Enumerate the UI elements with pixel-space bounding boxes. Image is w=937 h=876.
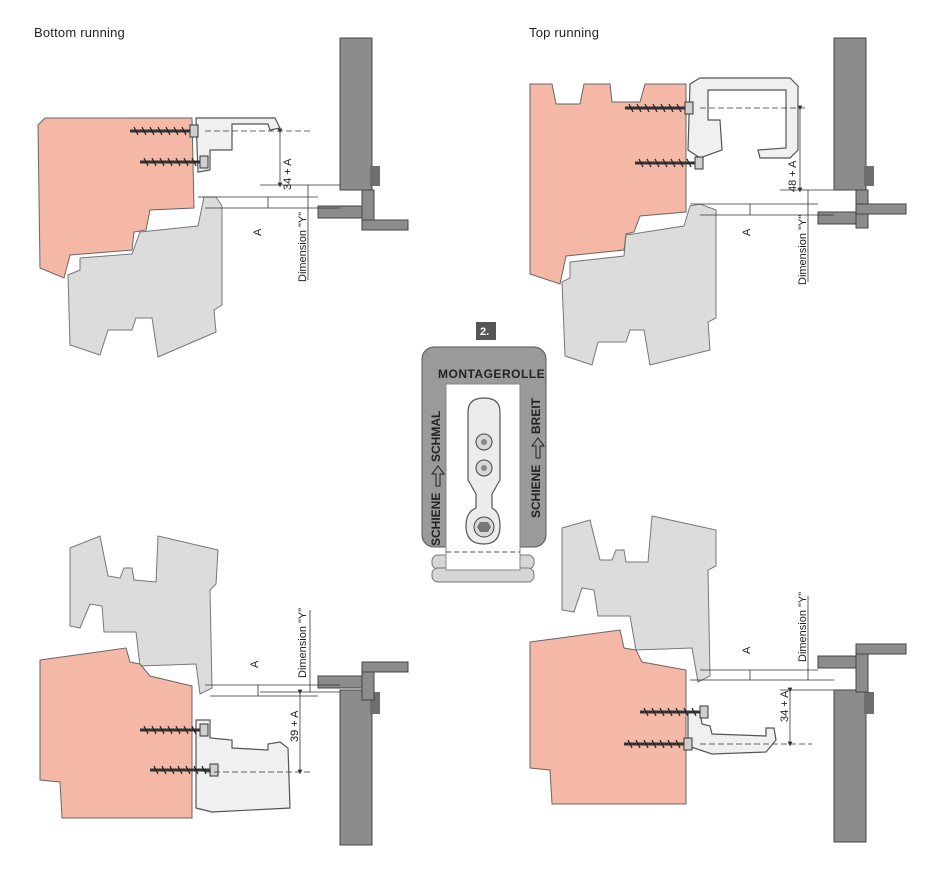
aluminium-rail	[195, 719, 291, 813]
tool-left-suffix: SCHMAL	[429, 411, 443, 462]
grey-frame-profile	[561, 515, 717, 683]
wall-bracket	[339, 37, 373, 191]
aluminium-rail	[687, 77, 799, 159]
panel-top-running-lower: A 34 + A Dimension "Y"	[529, 515, 907, 843]
arrow-right-icon	[531, 437, 545, 459]
dimension-label-y: Dimension "Y"	[797, 592, 809, 662]
wood-sash	[39, 647, 193, 819]
wood-sash	[529, 83, 687, 285]
grey-frame-profile	[561, 203, 717, 366]
tool-left-prefix: SCHIENE	[429, 493, 443, 546]
dimension-label-y: Dimension "Y"	[797, 215, 809, 285]
dimension-label-a: A	[252, 228, 264, 236]
wood-sash	[529, 629, 687, 805]
tool-right-suffix: BREIT	[529, 397, 543, 434]
wall-bracket	[833, 37, 867, 191]
grey-frame-profile	[67, 196, 223, 358]
dimension-label-34a: 34 + A	[282, 158, 294, 190]
dimension-label-48a: 48 + A	[787, 160, 799, 192]
tool-right-prefix: SCHIENE	[529, 465, 543, 518]
step-badge	[476, 322, 496, 340]
dimension-label-39a: 39 + A	[289, 710, 301, 742]
wall-bracket	[339, 689, 373, 846]
aluminium-rail	[195, 117, 281, 173]
dimension-label-34a: 34 + A	[779, 690, 791, 722]
panel-bottom-running-lower: A 39 + A Dimension "Y"	[39, 535, 409, 846]
montagerolle-tool: 2. MONTAGEROLLE SCHIENE SCHMAL SCHIENE B…	[421, 322, 547, 583]
panel-top-running-upper: 48 + A A Dimension "Y"	[529, 37, 907, 366]
grey-frame-profile	[69, 535, 219, 695]
dimension-label-y: Dimension "Y"	[297, 212, 309, 282]
dimension-label-y: Dimension "Y"	[297, 608, 309, 678]
arrow-right-icon	[431, 465, 445, 487]
panel-bottom-running-upper: 34 + A A Dimension "Y"	[37, 37, 409, 358]
aluminium-rail	[687, 711, 777, 755]
dimension-label-a: A	[741, 646, 753, 654]
caption-top-running: Top running	[529, 25, 600, 40]
wall-bracket	[833, 689, 867, 843]
step-number: 2.	[480, 326, 489, 338]
wood-sash	[37, 117, 195, 279]
tool-title: MONTAGEROLLE	[438, 367, 545, 381]
dimension-label-a: A	[249, 660, 261, 668]
caption-bottom-running: Bottom running	[34, 25, 125, 40]
dimension-label-a: A	[741, 228, 753, 236]
